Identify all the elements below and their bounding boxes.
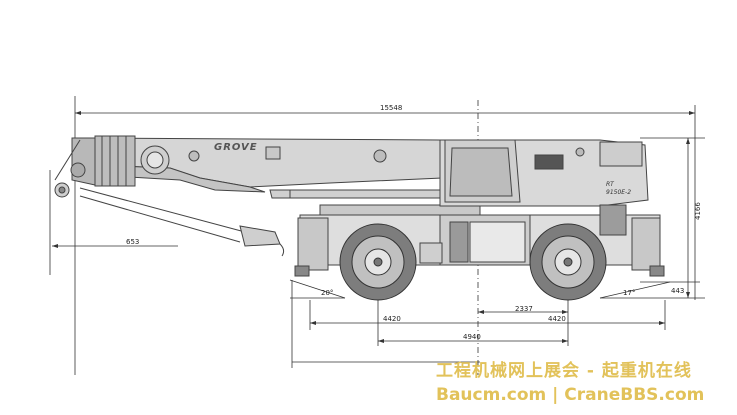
dimension-lines (49, 96, 705, 375)
telescopic-boom (54, 135, 443, 198)
half-wheelbase-front-label: 4420 (383, 315, 401, 323)
ground-clearance-label: 443 (671, 287, 684, 295)
overall-length-label: 15548 (380, 104, 402, 112)
center-to-axle-label: 2337 (515, 305, 533, 313)
approach-angle-label: 20° (321, 289, 333, 297)
arrowheads (52, 111, 695, 343)
rear-wheel (529, 223, 607, 301)
watermark-line2: Baucm.com | CraneBBS.com (436, 385, 705, 405)
wheelbase-label: 4940 (463, 333, 481, 341)
front-wheel (339, 223, 417, 301)
jib-stowed (79, 187, 285, 257)
half-wheelbase-rear-label: 4420 (548, 315, 566, 323)
model-label-line1: RT (606, 181, 615, 188)
superstructure (439, 139, 649, 236)
departure-angle-label: 17° (623, 289, 635, 297)
brand-logo: GROVE (214, 142, 258, 153)
model-label-line2: 9150E-2 (606, 189, 631, 196)
overall-height-label: 4166 (694, 202, 702, 220)
watermark-line1: 工程机械网上展会 - 起重机在线 (436, 361, 692, 381)
front-overhang-label: 653 (126, 238, 139, 246)
lift-cylinder (269, 189, 453, 199)
